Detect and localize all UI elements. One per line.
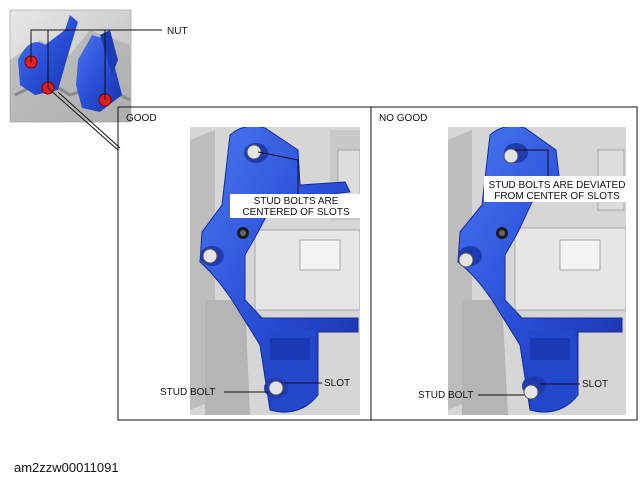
- detail-panel-frame: [117, 106, 638, 421]
- ng-deviated-text-1: STUD BOLTS ARE DEVIATED: [489, 180, 626, 191]
- ng-stud-bolt-upper: [503, 143, 528, 164]
- ng-stud-bolt-lower: [522, 376, 546, 400]
- good-illustration: [190, 127, 360, 415]
- ng-deviated-callout-box: [484, 176, 630, 202]
- ng-slot-label: SLOT: [582, 379, 608, 390]
- overview-thumbnail: [10, 10, 131, 122]
- nut-label: NUT: [167, 26, 188, 37]
- good-stud-bolt-upper: [244, 143, 268, 163]
- good-stud-bolt-lower: [264, 378, 288, 398]
- zoom-lines: [47, 87, 121, 151]
- good-centered-text-1: STUD BOLTS ARE: [254, 196, 339, 207]
- nogood-illustration: [448, 127, 626, 415]
- good-centered-text-2: CENTERED OF SLOTS: [242, 207, 350, 218]
- good-centered-callout-box: [230, 194, 362, 218]
- good-stud-bolt-label: STUD BOLT: [160, 387, 215, 398]
- nogood-panel-title: NO GOOD: [379, 113, 427, 124]
- good-panel-title: GOOD: [126, 113, 157, 124]
- ng-deviated-text-2: FROM CENTER OF SLOTS: [494, 191, 620, 202]
- good-slot-label: SLOT: [324, 378, 350, 389]
- ng-stud-bolt-middle: [458, 246, 482, 268]
- good-stud-bolt-middle: [200, 246, 224, 266]
- nut-leaders: [30, 29, 162, 100]
- figure-code: am2zzw00011091: [14, 460, 119, 475]
- ng-stud-bolt-label: STUD BOLT: [418, 390, 473, 401]
